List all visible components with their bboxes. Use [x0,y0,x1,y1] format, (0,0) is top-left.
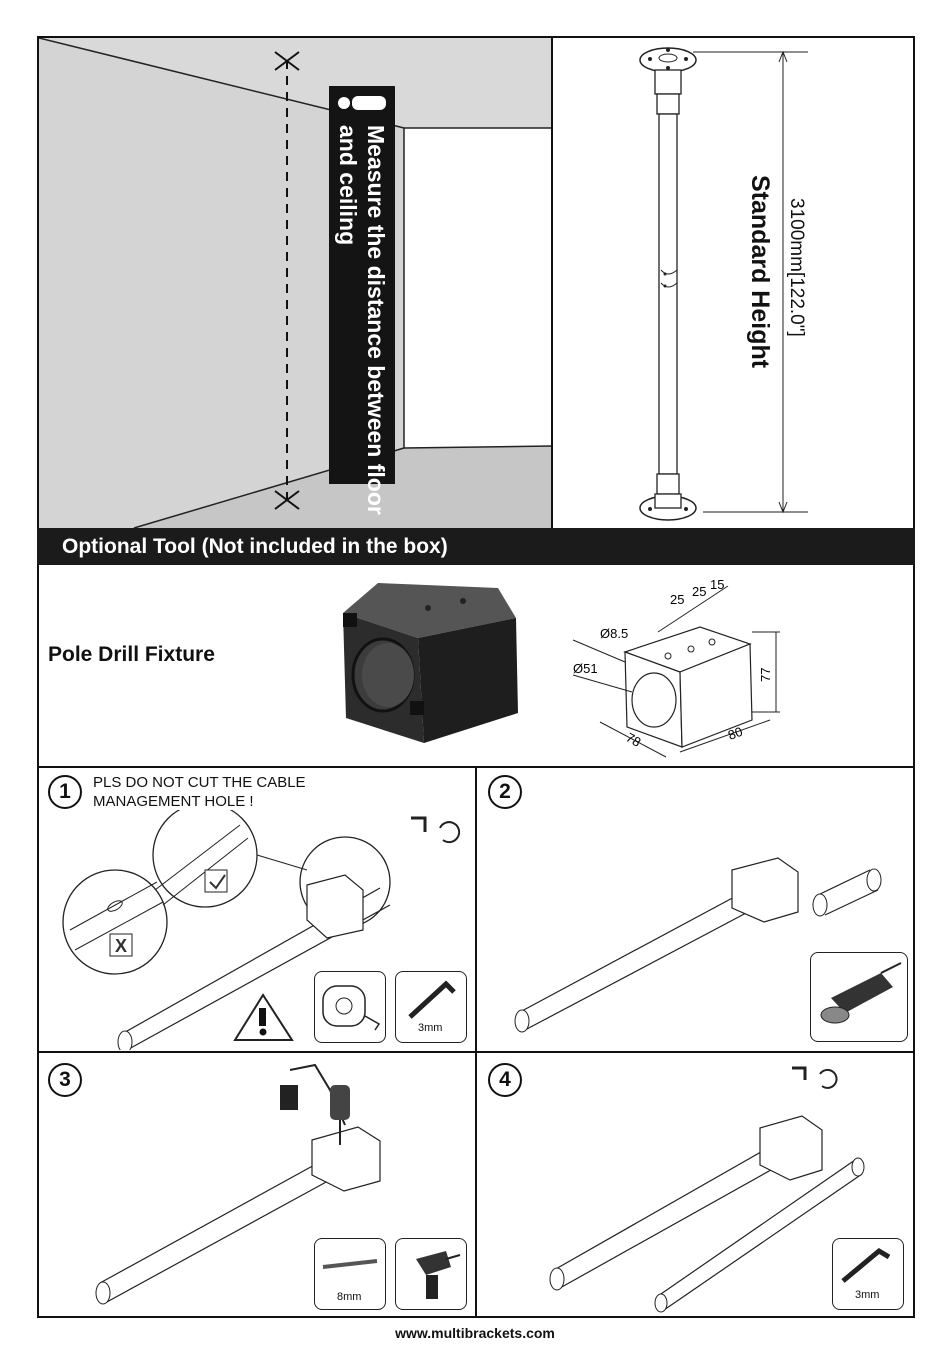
room-illustration [39,38,551,528]
step-1-tape-measure-tool [314,971,386,1043]
warning-text: Measure the distance between floor and c… [334,125,390,515]
step-1-tool-caption: 3mm [418,1022,442,1034]
drill-bit-icon [315,1239,385,1289]
height-dimension: 3100mm[122.0"] [785,198,807,337]
step-4-illustration [540,1060,870,1315]
step-1-note-line-2: MANAGEMENT HOLE ! [93,792,306,811]
step-1-note: PLS DO NOT CUT THE CABLE MANAGEMENT HOLE… [93,773,306,811]
dim-25a: 25 [670,592,684,607]
step-1-note-line-1: PLS DO NOT CUT THE CABLE [93,773,306,792]
step-4-number: 4 [488,1063,522,1097]
step-1-number: 1 [48,775,82,809]
banner-text: Optional Tool (Not included in the box) [62,535,448,559]
step-3-drill-bit-tool: 8mm [314,1238,386,1310]
tape-measure-icon [315,972,385,1042]
power-drill-icon [396,1239,466,1309]
footer-url: www.multibrackets.com [0,1325,950,1341]
bore-dia-value: 51 [583,661,597,676]
exclamation-icon [334,92,390,122]
ceiling-pole-illustration [553,38,913,528]
hole-dia-value: 8.5 [610,626,628,641]
dim-hole-diameter: Ø8.5 [600,626,628,641]
dim-15: 15 [710,577,724,592]
dim-bore-diameter: Ø51 [573,661,598,676]
hex-key-icon [396,972,466,1022]
step-3-number: 3 [48,1063,82,1097]
step-4-hex-key-tool: 3mm [832,1238,904,1310]
step-3-power-drill-tool [395,1238,467,1310]
hex-key-icon [833,1239,903,1289]
dim-height: 77 [758,668,773,682]
steps-vertical-rule [475,766,477,1318]
step-1-hex-key-tool: 3mm [395,971,467,1043]
dim-depth: 78 [624,730,644,750]
fixture-dimension-drawing: 25 25 15 Ø8.5 Ø51 77 80 78 [570,572,800,762]
angle-grinder-icon [811,953,907,1041]
svg-text:X: X [115,936,127,956]
step-2-number: 2 [488,775,522,809]
step-4-tool-caption: 3mm [855,1289,879,1301]
dim-25b: 25 [692,584,706,599]
drill-fixture-photo [338,583,523,748]
step-3-tool-caption: 8mm [337,1291,361,1303]
optional-tool-banner: Optional Tool (Not included in the box) [37,528,915,565]
standard-height-label: Standard Height [745,175,774,368]
fixture-name: Pole Drill Fixture [48,643,215,667]
step-2-angle-grinder-tool [810,952,908,1042]
